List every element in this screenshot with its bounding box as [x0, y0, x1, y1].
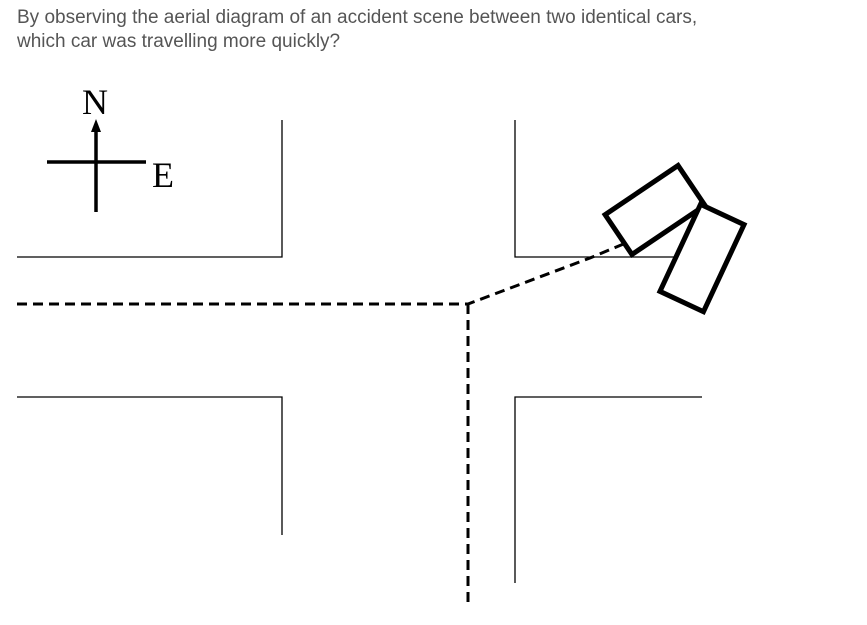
road-edge-northeast	[514, 120, 700, 258]
north-label: N	[82, 82, 108, 122]
intersection	[17, 120, 702, 583]
north-arrow-head	[91, 119, 101, 132]
question-line-2: which car was travelling more quickly?	[17, 31, 341, 52]
road-edge-southwest	[17, 396, 283, 535]
road-edge-northwest	[17, 120, 283, 258]
question-line-1: By observing the aerial diagram of an ac…	[17, 7, 698, 28]
travel-paths	[17, 210, 701, 602]
cars	[601, 162, 748, 315]
car-from-west	[601, 162, 709, 258]
car-from-south	[656, 201, 748, 315]
compass: N E	[47, 82, 174, 212]
path-car-from-west	[17, 210, 701, 306]
road-edge-southeast	[514, 396, 702, 583]
question-text: By observing the aerial diagram of an ac…	[17, 6, 857, 54]
east-label: E	[152, 155, 174, 195]
